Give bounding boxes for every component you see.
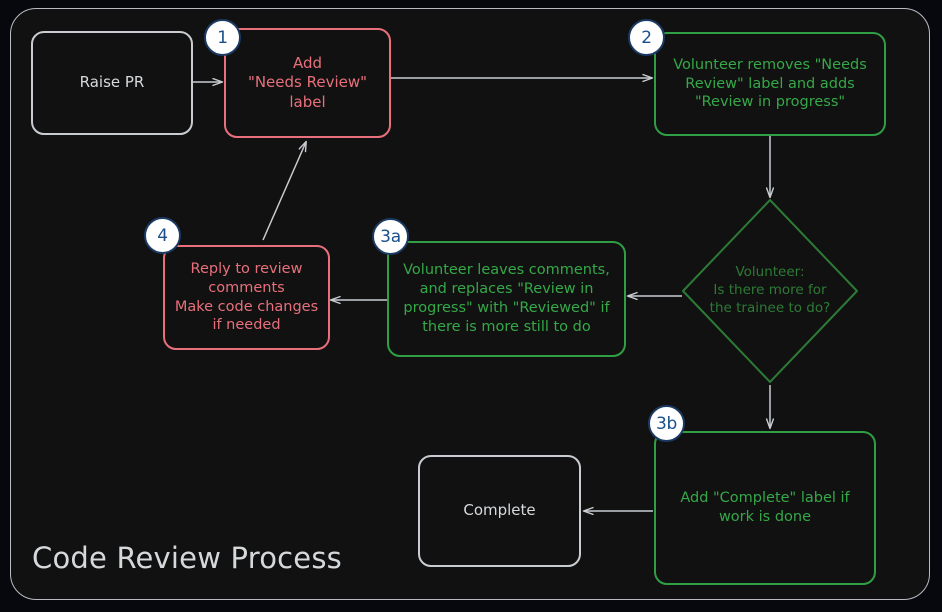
node-volunteer-comments-line-1: Volunteer leaves comments, [403, 262, 610, 279]
node-volunteer-removes-line-2: Review" label and adds [685, 75, 855, 92]
node-add-label-line-3: label [289, 92, 326, 111]
node-reply-review-line-3: Make code changes [174, 298, 319, 315]
badge-4: 4 [144, 217, 181, 254]
node-volunteer-removes-line-1: Volunteer removes "Needs [673, 56, 867, 73]
diamond-shape [682, 199, 858, 383]
node-volunteer-comments-line-2: and replaces "Review in [419, 281, 594, 298]
node-decision-line-2: Is there more for [713, 282, 827, 299]
node-volunteer-removes-line-3: "Review in progress" [694, 94, 846, 111]
node-add-complete-line-1: Add "Complete" label if [680, 490, 850, 507]
node-raise-pr[interactable]: Raise PR [31, 31, 193, 135]
node-add-complete-label[interactable]: Add "Complete" label if work is done [654, 431, 876, 585]
node-complete-label: Complete [463, 501, 536, 520]
badge-3a: 3a [372, 218, 409, 255]
node-reply-review-line-2: comments [208, 279, 285, 296]
node-volunteer-comments-line-3: progress" with "Reviewed" if [403, 300, 610, 316]
node-decision-line-3: the trainee to do? [709, 299, 831, 316]
node-reply-review-line-1: Reply to review [190, 260, 303, 277]
node-decision-more-work[interactable]: Volunteer: Is there more for the trainee… [679, 196, 861, 386]
node-reply-to-review-comments[interactable]: Reply to review comments Make code chang… [163, 245, 330, 350]
badge-2: 2 [628, 19, 665, 56]
node-complete[interactable]: Complete [418, 455, 581, 567]
node-add-needs-review-label[interactable]: Add "Needs Review" label [224, 28, 391, 138]
node-volunteer-comments-line-4: there is more still to do [422, 318, 591, 335]
node-add-label-line-2: "Needs Review" [247, 73, 368, 92]
node-add-label-line-1: Add [292, 53, 323, 72]
node-volunteer-removes-label[interactable]: Volunteer removes "Needs Review" label a… [654, 32, 886, 136]
node-volunteer-leaves-comments[interactable]: Volunteer leaves comments, and replaces … [387, 241, 626, 357]
diagram-title: Code Review Process [32, 541, 342, 575]
node-raise-pr-label: Raise PR [79, 73, 145, 92]
node-decision-line-1: Volunteer: [735, 264, 805, 281]
node-add-complete-line-2: work is done [718, 509, 812, 525]
node-reply-review-line-4: if needed [212, 317, 281, 334]
badge-3b: 3b [648, 405, 685, 442]
badge-1: 1 [204, 19, 241, 56]
